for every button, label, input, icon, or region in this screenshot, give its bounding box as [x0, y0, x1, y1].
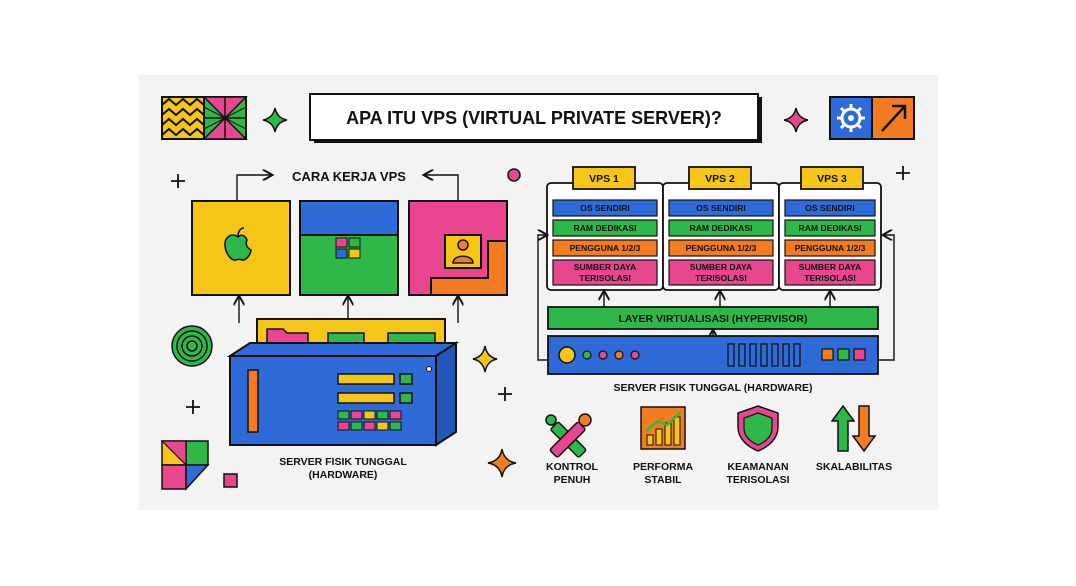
sparkle-icon [783, 107, 809, 133]
dot-icon [507, 168, 521, 182]
feature-label: KEAMANAN [727, 461, 788, 473]
up-down-arrows-icon [830, 404, 877, 453]
sparkle-icon [487, 448, 517, 478]
vm-panel-windows [299, 200, 399, 296]
svg-text:PENGGUNA 1/2/3: PENGGUNA 1/2/3 [686, 243, 757, 253]
color-blocks-pattern-icon [160, 440, 210, 491]
vm-panel-user [408, 200, 508, 296]
vm-panel-apple [191, 200, 291, 296]
svg-text:OS SENDIRI: OS SENDIRI [580, 203, 630, 213]
plus-icon [896, 166, 910, 180]
server-rack-illustration [547, 335, 879, 375]
svg-text:RAM DEDIKASI: RAM DEDIKASI [573, 223, 636, 233]
vps-card-1: VPS 1 OS SENDIRI RAM DEDIKASI PENGGUNA 1… [546, 166, 664, 291]
starburst-pattern-icon [202, 96, 248, 140]
svg-text:VPS 1: VPS 1 [589, 173, 619, 185]
svg-text:SUMBER DAYA: SUMBER DAYA [574, 262, 636, 272]
svg-text:PENGGUNA 1/2/3: PENGGUNA 1/2/3 [570, 243, 641, 253]
feature-label: KONTROL [546, 461, 598, 473]
svg-text:SUMBER DAYA: SUMBER DAYA [690, 262, 752, 272]
svg-text:RAM DEDIKASI: RAM DEDIKASI [798, 223, 861, 233]
feature-label: PENUH [554, 474, 591, 486]
server-label-left-sub: (HARDWARE) [309, 469, 378, 481]
svg-text:PENGGUNA 1/2/3: PENGGUNA 1/2/3 [795, 243, 866, 253]
svg-text:OS SENDIRI: OS SENDIRI [805, 203, 855, 213]
zigzag-pattern-icon [161, 96, 205, 140]
feature-label: SKALABILITAS [816, 461, 892, 473]
apple-logo-icon [224, 227, 252, 261]
shield-icon [737, 405, 779, 452]
svg-text:VPS 2: VPS 2 [705, 173, 735, 185]
svg-text:OS SENDIRI: OS SENDIRI [696, 203, 746, 213]
svg-text:RAM DEDIKASI: RAM DEDIKASI [689, 223, 752, 233]
section-heading: CARA KERJA VPS [292, 169, 406, 184]
plus-icon [186, 400, 200, 414]
square-icon [223, 473, 238, 488]
windows-logo-icon [335, 237, 361, 259]
server-hardware-illustration [226, 341, 460, 447]
feature-label: STABIL [644, 474, 682, 486]
target-circle-icon [171, 325, 213, 367]
vps-card-3: VPS 3 OS SENDIRI RAM DEDIKASI PENGGUNA 1… [778, 166, 882, 291]
sparkle-icon [262, 107, 288, 133]
title-box: APA ITU VPS (VIRTUAL PRIVATE SERVER)? [309, 93, 762, 143]
svg-text:VPS 3: VPS 3 [817, 173, 847, 185]
hypervisor-layer: LAYER VIRTUALISASI (HYPERVISOR) [547, 306, 879, 330]
svg-text:TERISOLASI: TERISOLASI [695, 273, 747, 283]
feature-label: TERISOLASI [726, 474, 789, 486]
svg-text:SUMBER DAYA: SUMBER DAYA [799, 262, 861, 272]
sparkle-icon [472, 345, 498, 373]
page-title: APA ITU VPS (VIRTUAL PRIVATE SERVER)? [346, 108, 722, 128]
svg-text:TERISOLASI: TERISOLASI [804, 273, 856, 283]
gear-icon [829, 96, 873, 140]
chart-icon [640, 406, 686, 450]
diagram-canvas: APA ITU VPS (VIRTUAL PRIVATE SERVER)? CA… [138, 75, 938, 510]
feature-label: PERFORMA [633, 461, 694, 473]
svg-text:TERISOLASI: TERISOLASI [579, 273, 631, 283]
arrow-up-right-icon [871, 96, 915, 140]
server-label-right: SERVER FISIK TUNGGAL (HARDWARE) [613, 382, 812, 394]
plus-icon [171, 174, 185, 188]
svg-text:LAYER VIRTUALISASI (HYPERVISOR: LAYER VIRTUALISASI (HYPERVISOR) [618, 313, 807, 325]
tools-icon [545, 413, 592, 458]
server-label-left: SERVER FISIK TUNGGAL [279, 456, 407, 468]
vps-card-2: VPS 2 OS SENDIRI RAM DEDIKASI PENGGUNA 1… [662, 166, 780, 291]
plus-icon [498, 387, 512, 401]
user-icon [452, 239, 474, 264]
